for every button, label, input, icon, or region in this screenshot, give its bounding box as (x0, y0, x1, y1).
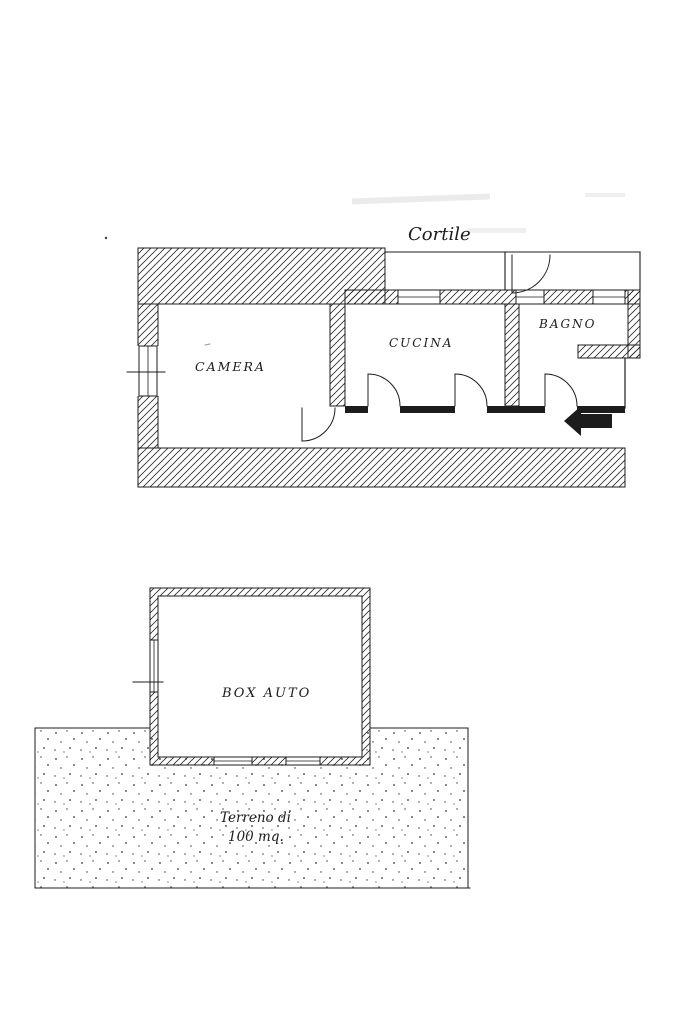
window-west (126, 345, 166, 397)
wall-corridor-seg-4 (577, 406, 625, 413)
wall-north-seg-3 (543, 289, 594, 305)
door-cucina-2 (454, 373, 488, 407)
scan-smudge-3 (585, 193, 625, 197)
door-cucina-1 (367, 373, 401, 407)
wall-south-band (137, 447, 626, 488)
wall-cucina-bagno (504, 303, 520, 407)
door-swing-arc (367, 373, 401, 407)
courtyard-door (511, 254, 551, 294)
ink-stray-mark (204, 343, 211, 346)
wall-camera-cucina (329, 303, 346, 407)
window-north-3 (592, 289, 626, 305)
terrain-label-line2: 100 mq. (228, 829, 284, 845)
scan-artifacts (351, 193, 625, 233)
door-bagno (544, 373, 578, 407)
door-swing-arc (511, 254, 551, 294)
garage-walls (149, 587, 371, 766)
wall-corridor-seg-1 (345, 406, 368, 413)
wall-top-left-block (137, 247, 386, 305)
wall-corridor-seg-2 (400, 406, 455, 413)
room-label-cucina: CUCINA (389, 336, 453, 350)
door-swing-arc (301, 407, 336, 442)
room-label-camera: CAMERA (195, 359, 266, 374)
window-north-1 (397, 289, 441, 305)
ink-dot (104, 236, 108, 240)
entrance-arrow-icon (564, 406, 612, 436)
door-swing-arc (454, 373, 488, 407)
door-camera (301, 407, 336, 442)
upper-floor-plan: Cortile CAMERA CUCINA BAGNO (126, 224, 641, 488)
garage-opening-south-2 (285, 756, 321, 766)
door-swing-arc (544, 373, 578, 407)
window-north-2 (515, 289, 545, 305)
wall-north-seg-2 (439, 289, 517, 305)
garage-opening-south-1 (213, 756, 253, 766)
garage-label: BOX AUTO (221, 686, 311, 701)
garage-window-west (132, 639, 164, 693)
terrain-outline (34, 727, 471, 889)
courtyard-label: Cortile (408, 224, 471, 245)
courtyard-outline (384, 251, 641, 291)
wall-corridor-seg-3 (487, 406, 545, 413)
wall-east (627, 289, 641, 359)
wall-north-seg-1 (344, 289, 399, 305)
garage-interior (158, 596, 362, 757)
scan-smudge-2 (468, 228, 526, 233)
room-label-bagno: BAGNO (538, 317, 596, 331)
scan-smudge-1 (351, 193, 491, 205)
lower-site-plan: BOX AUTO Terreno di 100 mq. (34, 587, 471, 889)
terrain-label-line1: Terreno di (220, 810, 291, 826)
